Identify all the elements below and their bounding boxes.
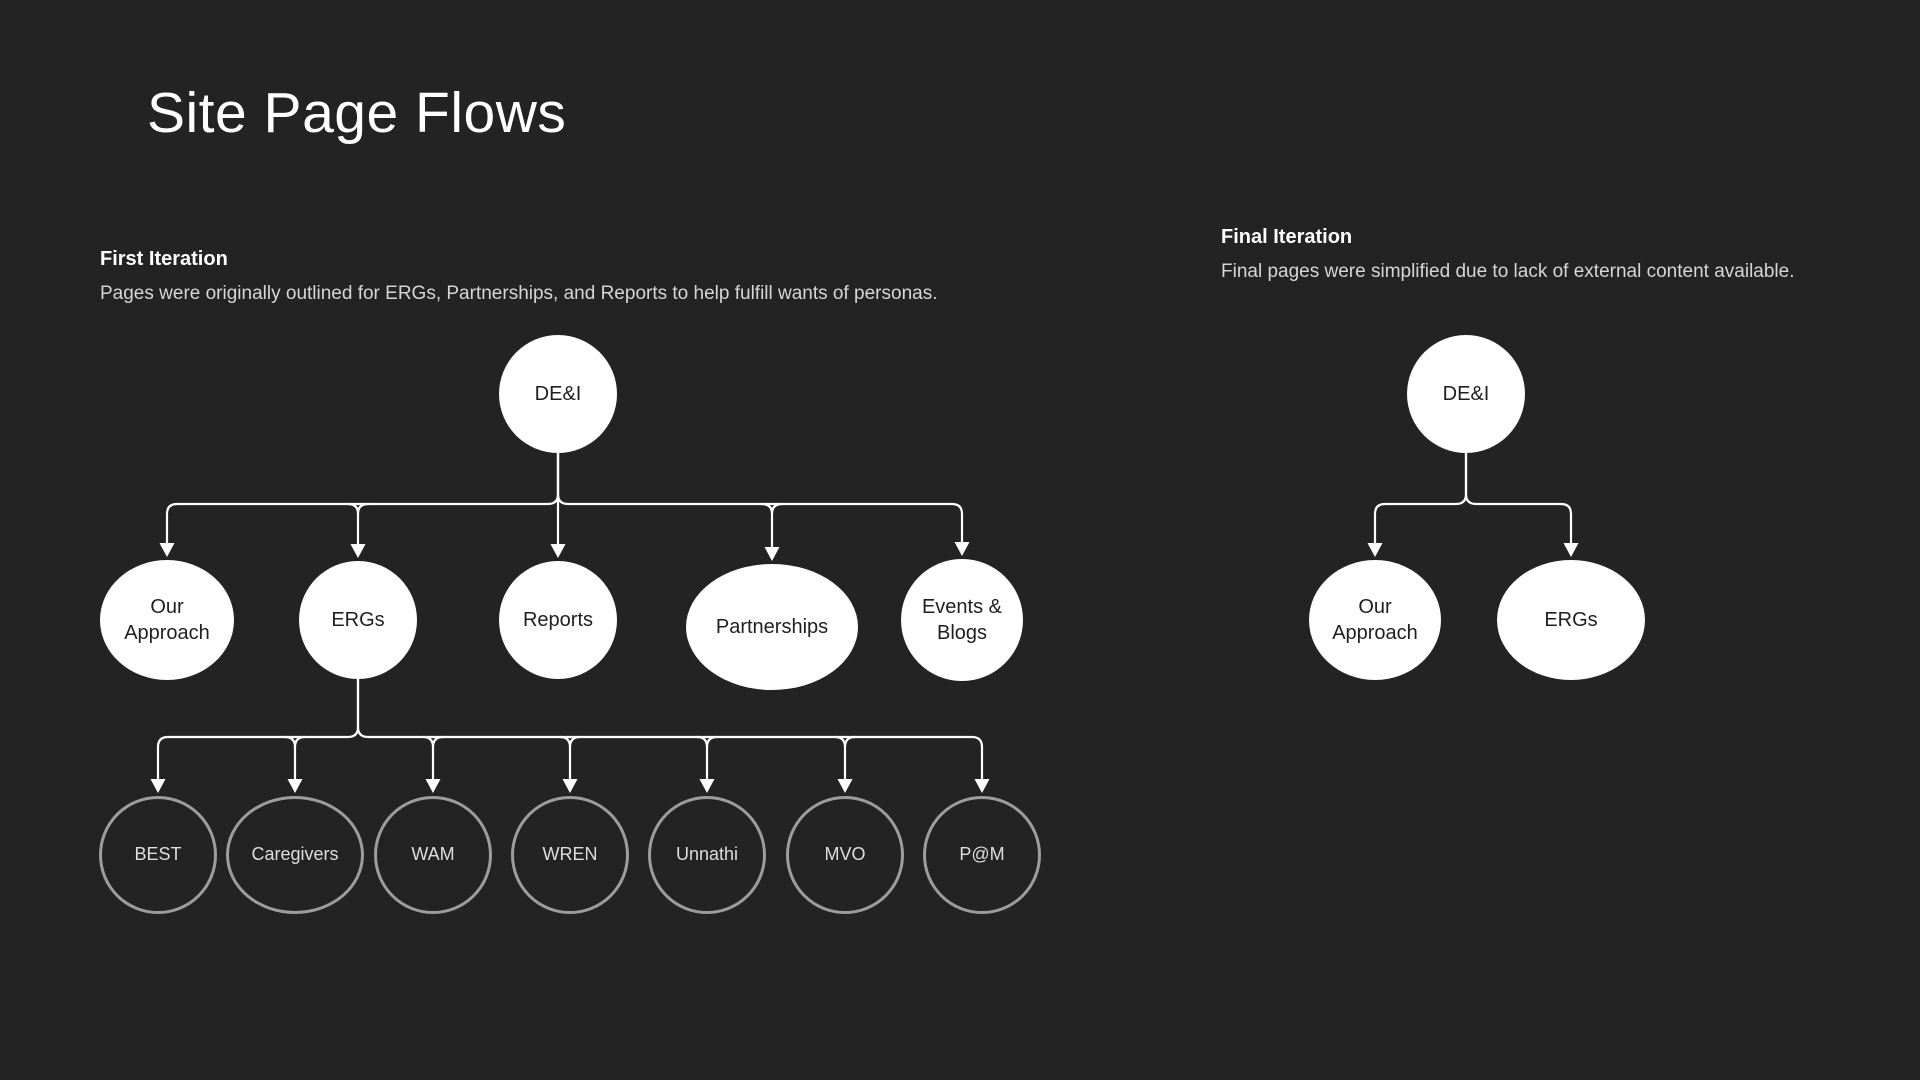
first-tree-root-connectors: [159, 451, 970, 561]
erg-subtree-connectors: [150, 677, 990, 793]
arrowhead-icon: [159, 543, 175, 557]
arrowhead-icon: [954, 542, 970, 556]
node-dei: DE&I: [499, 335, 617, 453]
node-label: ERGs: [1544, 609, 1598, 631]
connector-line: [356, 502, 370, 516]
node-final-ergs: ERGs: [1497, 560, 1645, 680]
node-final-dei: DE&I: [1407, 335, 1525, 453]
connector-line: [556, 451, 964, 544]
connector-line: [293, 735, 307, 749]
node-wren: WREN: [511, 796, 629, 914]
node-pam: P@M: [923, 796, 1041, 914]
node-best: BEST: [99, 796, 217, 914]
node-label: P@M: [959, 844, 1005, 865]
connector-line: [558, 735, 572, 781]
first-iteration-heading: First Iteration: [100, 248, 228, 270]
node-label: Caregivers: [251, 844, 339, 865]
final-iteration-heading: Final Iteration: [1221, 226, 1353, 248]
node-label: Reports: [522, 609, 594, 631]
node-label: Unnathi: [675, 844, 739, 865]
arrowhead-icon: [974, 779, 990, 793]
node-label: MVO: [824, 844, 866, 865]
connector-line: [760, 502, 774, 549]
connector-line: [165, 451, 560, 545]
connector-line: [431, 735, 445, 749]
connector-line: [356, 677, 984, 781]
arrowhead-icon: [562, 779, 578, 793]
node-label: Our Approach: [1332, 596, 1418, 644]
arrowhead-icon: [1367, 543, 1383, 557]
arrowhead-icon: [350, 544, 366, 558]
node-wam: WAM: [374, 796, 492, 914]
connector-line: [283, 735, 297, 781]
final-iteration-description: Final pages were simplified due to lack …: [1221, 261, 1795, 282]
connector-line: [1373, 451, 1468, 545]
connector-line: [346, 502, 360, 546]
node-our-approach: Our Approach: [100, 560, 234, 680]
connector-line: [156, 677, 360, 781]
node-partnerships: Partnerships: [686, 564, 858, 690]
connector-line: [705, 735, 719, 749]
connector-line: [568, 735, 582, 749]
node-label: WREN: [542, 844, 598, 865]
connector-line: [843, 735, 857, 749]
node-label: WAM: [411, 844, 455, 865]
arrowhead-icon: [699, 779, 715, 793]
arrowhead-icon: [287, 779, 303, 793]
node-unnathi: Unnathi: [648, 796, 766, 914]
node-label: Events & Blogs: [921, 596, 1003, 644]
arrowhead-icon: [764, 547, 780, 561]
connector-line: [1464, 451, 1573, 545]
arrowhead-icon: [1563, 543, 1579, 557]
node-label: Our Approach: [124, 596, 210, 644]
node-caregivers: Caregivers: [226, 796, 364, 914]
node-ergs: ERGs: [299, 561, 417, 679]
arrowhead-icon: [150, 779, 166, 793]
node-final-our-approach: Our Approach: [1309, 560, 1441, 680]
arrowhead-icon: [550, 544, 566, 558]
node-label: DE&I: [534, 383, 582, 405]
node-mvo: MVO: [786, 796, 904, 914]
connector-line: [833, 735, 847, 781]
node-reports: Reports: [499, 561, 617, 679]
connector-line: [695, 735, 709, 781]
connector-line: [421, 735, 435, 781]
node-label: DE&I: [1442, 383, 1490, 405]
node-label: BEST: [134, 844, 182, 865]
node-label: ERGs: [331, 609, 385, 631]
page-title: Site Page Flows: [147, 81, 567, 145]
arrowhead-icon: [425, 779, 441, 793]
arrowhead-icon: [837, 779, 853, 793]
connector-line: [770, 502, 784, 516]
node-events-blogs: Events & Blogs: [901, 559, 1023, 681]
final-tree-root-connectors: [1367, 451, 1579, 557]
node-label: Partnerships: [715, 616, 829, 638]
first-iteration-description: Pages were originally outlined for ERGs,…: [100, 283, 938, 304]
